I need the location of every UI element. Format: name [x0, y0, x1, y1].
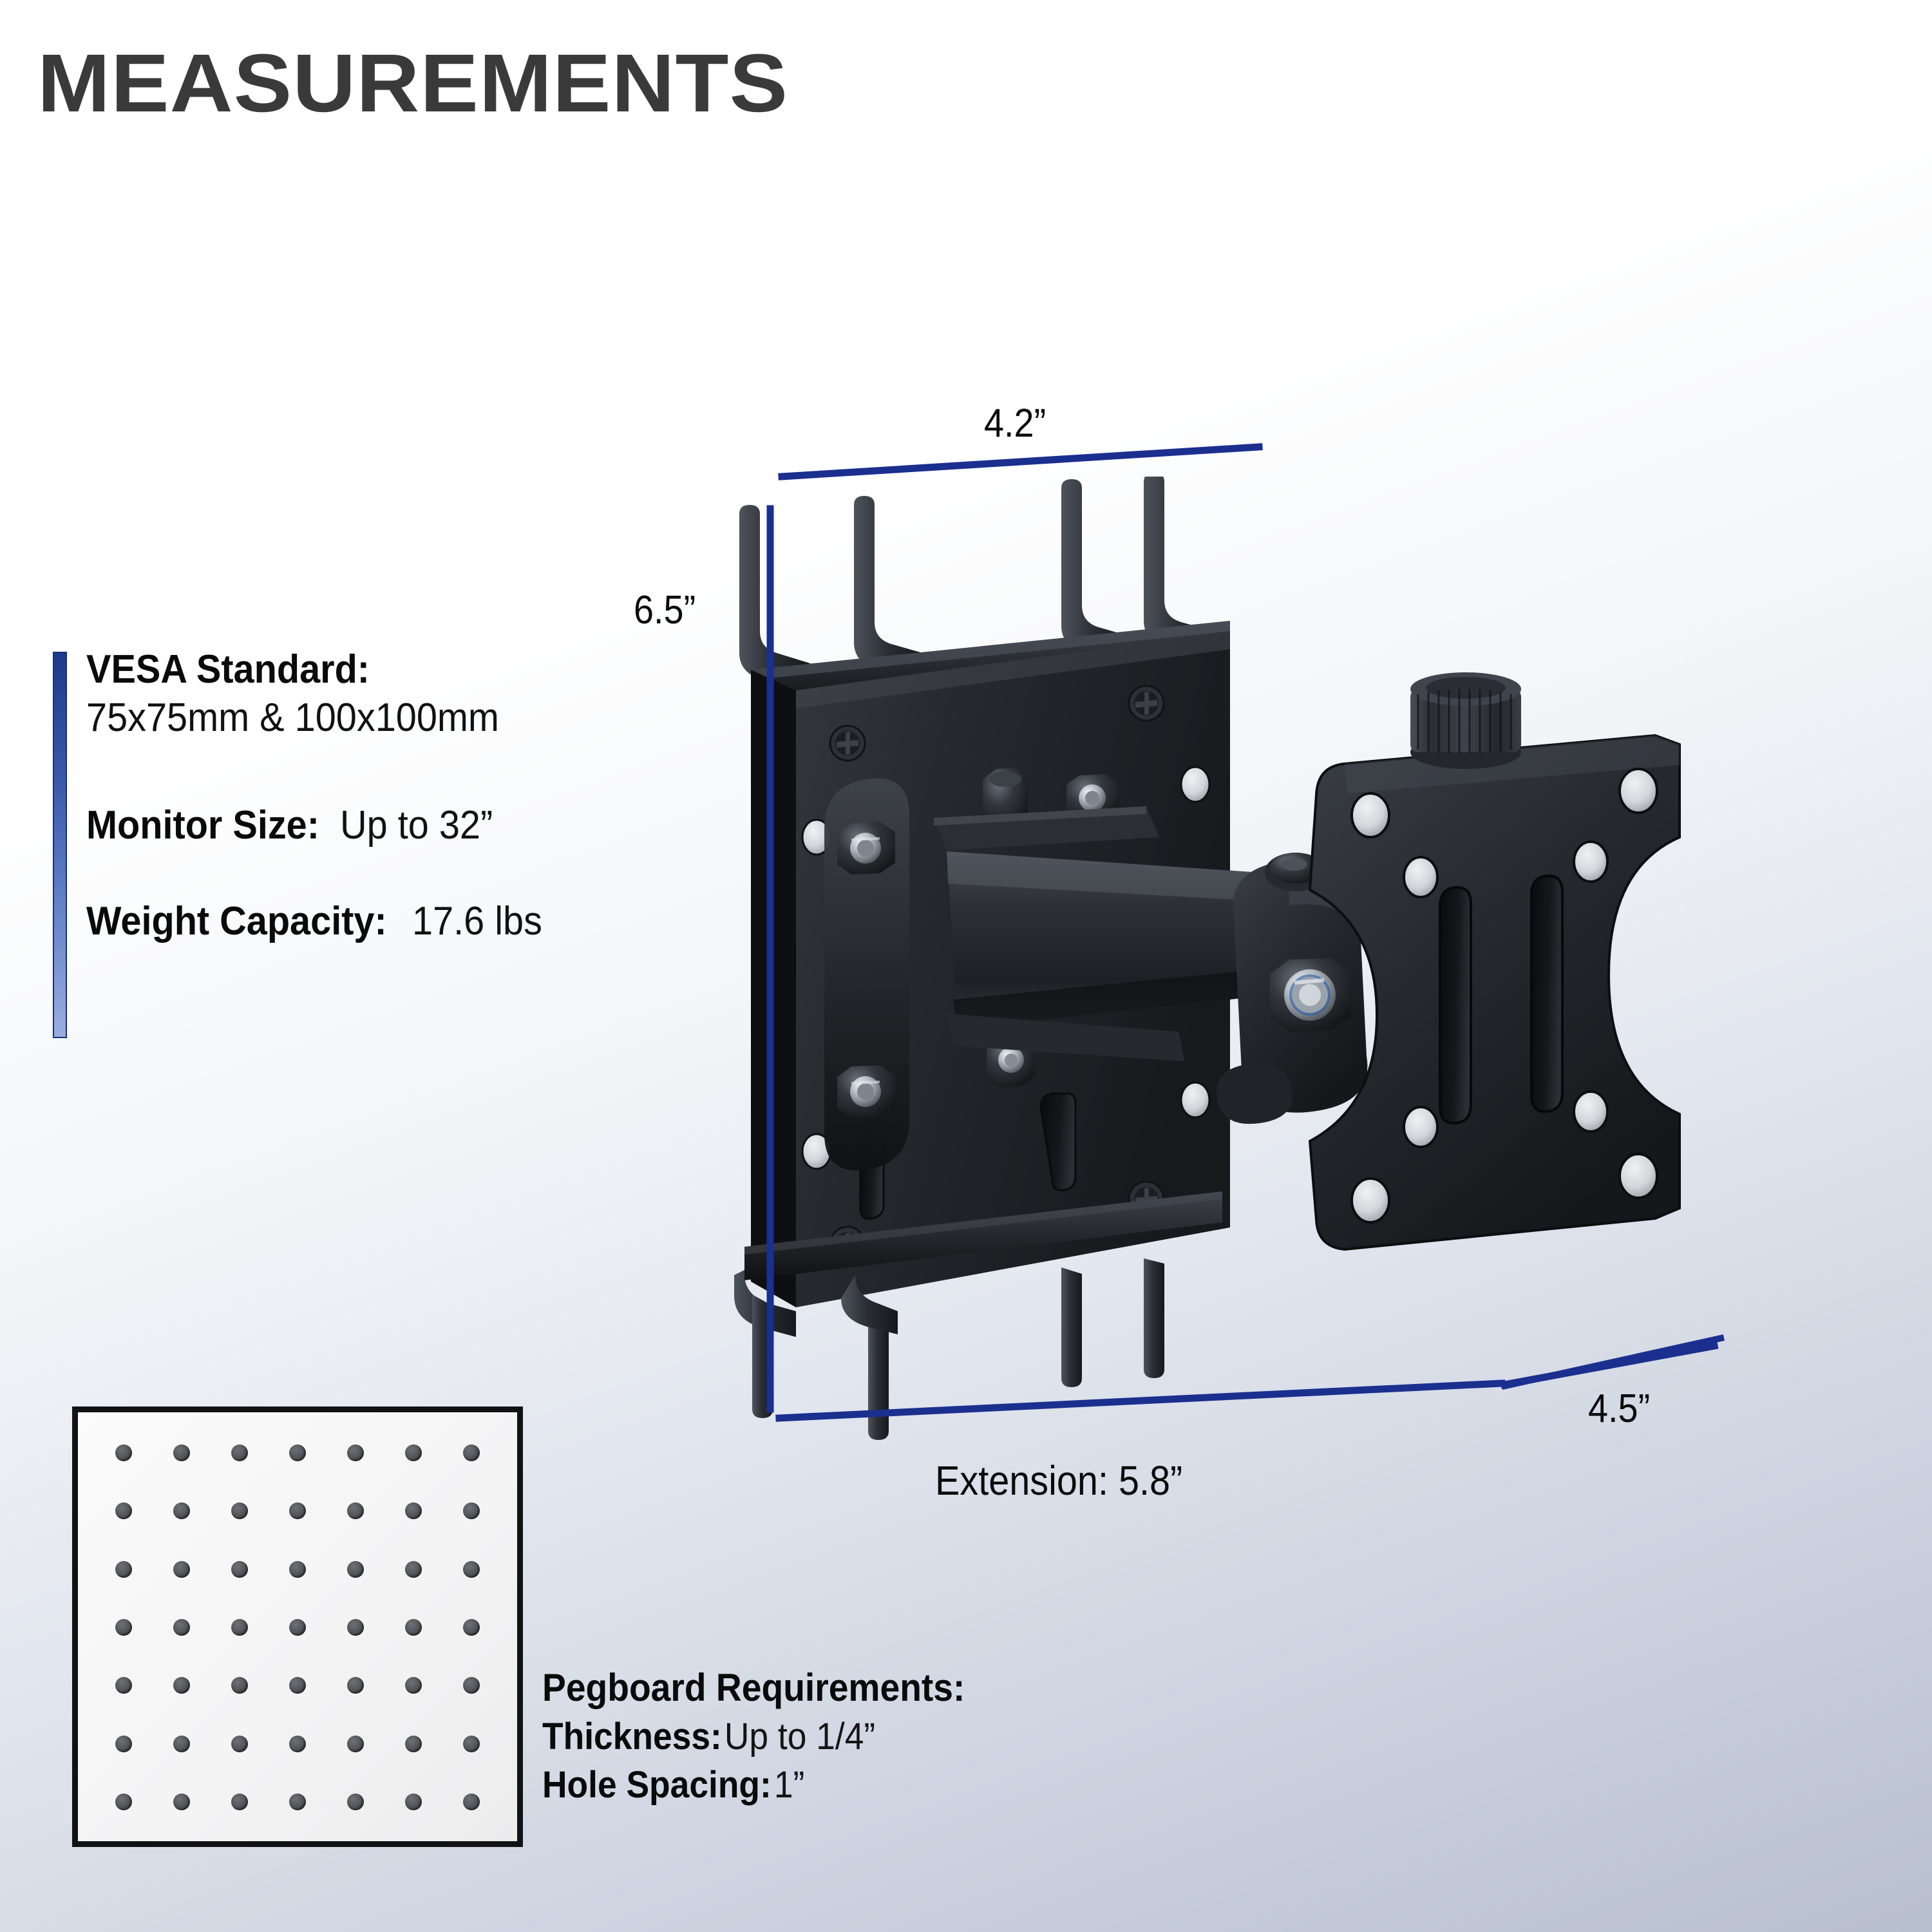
hex-bolt-black	[983, 768, 1028, 828]
dimension-label-width: 4.2”	[984, 401, 1046, 446]
pegboard-hole	[173, 1618, 190, 1636]
spec-label-weight-capacity: Weight Capacity:	[86, 899, 387, 943]
pegboard-hole	[463, 1444, 480, 1462]
dimension-label-extension: Extension: 5.8”	[935, 1457, 1183, 1504]
pegboard-hole	[289, 1618, 306, 1636]
extension-arm	[947, 851, 1301, 1029]
pegboard-hole-grid	[78, 1412, 517, 1841]
pegboard-hole	[173, 1793, 190, 1810]
hex-bolts	[837, 768, 1119, 1118]
pegboard-thickness-label: Thickness:	[542, 1716, 722, 1757]
pegboard-hole	[289, 1677, 306, 1694]
pegboard-hole	[347, 1444, 364, 1462]
pegboard-hole	[463, 1560, 480, 1578]
pegboard-hole	[115, 1618, 132, 1636]
pegboard-hole-spacing-value: 1”	[773, 1764, 805, 1806]
pegboard-hole	[173, 1677, 190, 1694]
spec-accent-gradient-bar	[53, 652, 67, 1038]
pegboard-hole	[231, 1444, 248, 1462]
dimension-label-height: 6.5”	[634, 588, 696, 632]
pegboard-hole	[115, 1793, 132, 1810]
spec-row-weight-capacity: Weight Capacity: 17.6 lbs	[86, 898, 717, 944]
pegboard-requirements-title: Pegboard Requirements:	[542, 1666, 965, 1709]
vesa-slot	[1530, 874, 1564, 1113]
pegboard-hole-spacing-row: Hole Spacing: 1”	[542, 1763, 1194, 1806]
lower-hinge-plate	[947, 1014, 1185, 1061]
pegboard-hole	[405, 1618, 422, 1636]
vesa-slot	[1439, 886, 1472, 1125]
pegboard-hole	[289, 1502, 306, 1520]
vesa-plate	[1308, 734, 1681, 1251]
pegboard-thickness-row: Thickness: Up to 1/4”	[542, 1715, 1194, 1758]
pegboard-hole	[115, 1735, 132, 1752]
pegboard-hole	[463, 1677, 480, 1694]
pegboard-hole	[405, 1735, 422, 1752]
upper-hinge-plate	[934, 806, 1159, 850]
pegboard-sample-image	[72, 1406, 523, 1847]
hex-bolt	[837, 822, 895, 875]
pegboard-thickness-value: Up to 1/4”	[724, 1716, 876, 1757]
spec-label-vesa: VESA Standard:	[86, 647, 370, 692]
pegboard-hole	[173, 1502, 190, 1520]
pegboard-hole	[405, 1444, 422, 1462]
pegboard-hole	[115, 1677, 132, 1694]
hex-bolt	[837, 1065, 895, 1118]
specifications-block: VESA Standard: 75x75mm & 100x100mm Monit…	[53, 647, 716, 1038]
pegboard-hole	[405, 1677, 422, 1694]
pegboard-hole	[231, 1560, 248, 1578]
pegboard-hole	[347, 1618, 364, 1636]
upper-hooks	[739, 477, 1218, 689]
dimension-line-width	[778, 443, 1263, 480]
spec-value-monitor-size: Up to 32”	[339, 803, 493, 848]
pegboard-hole	[289, 1793, 306, 1810]
pegboard-hole-spacing-label: Hole Spacing:	[542, 1764, 772, 1806]
pegboard-hole	[463, 1502, 480, 1520]
pegboard-hole	[347, 1677, 364, 1694]
pegboard-hole	[173, 1560, 190, 1578]
vesa-inner-holes	[1403, 840, 1609, 1148]
pegboard-requirements-block: Pegboard Requirements: Thickness: Up to …	[542, 1665, 1251, 1806]
spec-rows: VESA Standard: 75x75mm & 100x100mm Monit…	[86, 647, 717, 948]
pegboard-hole	[463, 1735, 480, 1752]
pegboard-hole	[289, 1735, 306, 1752]
page-title: MEASUREMENTS	[37, 37, 789, 129]
pegboard-hole	[231, 1735, 248, 1752]
pegboard-hole	[463, 1793, 480, 1810]
pegboard-hole	[115, 1444, 132, 1462]
pegboard-hole	[347, 1793, 364, 1810]
pegboard-hole	[231, 1677, 248, 1694]
pegboard-hole	[173, 1735, 190, 1752]
plate-slot	[1039, 1092, 1077, 1191]
spec-value-vesa: 75x75mm & 100x100mm	[86, 696, 499, 740]
plate-hole	[1180, 1081, 1211, 1119]
spec-label-monitor-size: Monitor Size:	[86, 803, 319, 848]
monitor-mount-product-illustration	[734, 477, 1681, 1440]
pegboard-hole	[231, 1502, 248, 1520]
pegboard-hole	[463, 1618, 480, 1636]
pegboard-hole	[405, 1502, 422, 1520]
pegboard-hole	[231, 1793, 248, 1810]
spec-value-weight-capacity: 17.6 lbs	[412, 899, 543, 943]
spec-row-monitor-size: Monitor Size: Up to 32”	[86, 802, 717, 848]
pegboard-hole	[115, 1560, 132, 1578]
pegboard-hole	[289, 1444, 306, 1462]
pegboard-hole	[347, 1735, 364, 1752]
pegboard-hole	[405, 1793, 422, 1810]
pegboard-hole	[231, 1618, 248, 1636]
spec-row-vesa: VESA Standard: 75x75mm & 100x100mm	[86, 647, 717, 741]
pegboard-hole	[115, 1502, 132, 1520]
vesa-corner-holes	[1350, 768, 1658, 1224]
pegboard-hole	[289, 1560, 306, 1578]
plate-hole	[1180, 766, 1211, 803]
pegboard-hole	[173, 1444, 190, 1462]
pegboard-hole	[347, 1502, 364, 1520]
dimension-label-depth: 4.5”	[1588, 1387, 1651, 1431]
pegboard-hole	[347, 1560, 364, 1578]
pivot-bolt-main	[1270, 958, 1351, 1032]
pegboard-hole	[405, 1560, 422, 1578]
tilt-knob	[1410, 672, 1521, 769]
